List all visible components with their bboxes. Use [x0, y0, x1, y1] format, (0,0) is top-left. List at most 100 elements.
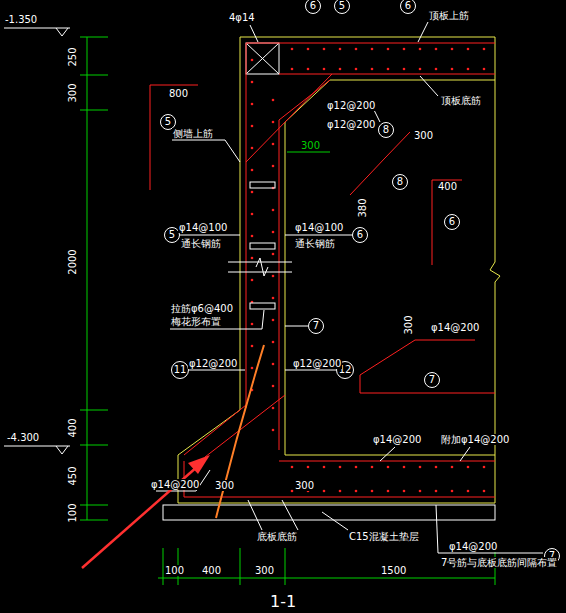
corner-bars: [246, 43, 279, 74]
rebar-dot: [419, 466, 422, 469]
annotation-text: 底板底筋: [256, 531, 298, 542]
callout-circle: 8: [378, 122, 394, 138]
callout-number: 5: [165, 117, 171, 127]
rebar-dot: [251, 59, 254, 62]
annotation-text: -4.300: [6, 432, 40, 443]
concrete-outline: [285, 80, 495, 455]
rebar-dot: [355, 490, 358, 493]
cushion-layer: [163, 505, 495, 520]
rebar-dot: [291, 68, 294, 71]
rebar-dot: [272, 385, 275, 388]
rebar-dot: [403, 68, 406, 71]
rebar-dot: [387, 490, 390, 493]
rebar-dot: [251, 345, 254, 348]
annotation-text: C15混凝土垫层: [348, 531, 420, 542]
rebar-dot: [272, 143, 275, 146]
leader-line: [250, 25, 258, 42]
callout-number: 5: [339, 1, 345, 11]
callout-circle: 11: [171, 361, 190, 380]
rebar-dot: [387, 466, 390, 469]
callout-number: 7: [429, 375, 435, 385]
rebar-dot: [387, 68, 390, 71]
rebar-dot: [272, 429, 275, 432]
rebar-dot: [435, 490, 438, 493]
rebar-dot: [307, 466, 310, 469]
dimension-line: [285, 548, 286, 585]
callout-circle: 7: [424, 372, 440, 388]
rebar-dot: [403, 466, 406, 469]
rebar-dot: [291, 466, 294, 469]
rebar-dot: [272, 99, 275, 102]
rebar-dot: [251, 125, 254, 128]
callout-circle: 7: [308, 318, 324, 334]
rebar: [279, 461, 495, 462]
tie-bar: [250, 182, 275, 309]
dimension-text: 100: [67, 502, 78, 523]
elevation-mark: [4, 28, 70, 454]
annotation-text: 梅花形布置: [170, 316, 222, 327]
annotation-text: 通长钢筋: [294, 238, 336, 249]
corner-bars: [246, 43, 279, 74]
rebar-dot: [307, 68, 310, 71]
rebar: [279, 80, 330, 450]
annotation-text: 4φ14: [228, 12, 256, 23]
rebar-dot: [467, 490, 470, 493]
annotation-text: φ12@200: [326, 119, 376, 130]
rebar-dot: [483, 48, 486, 51]
dimension-line: [80, 110, 108, 111]
leader-line: [172, 140, 240, 162]
rebar-dot: [272, 275, 275, 278]
rebar-dot: [419, 68, 422, 71]
break-symbol: [256, 258, 268, 276]
annotation-arrow: [188, 455, 210, 474]
rebar-dot: [291, 48, 294, 51]
rebar-dot: [371, 68, 374, 71]
rebar-dot: [483, 490, 486, 493]
callout-number: 8: [383, 125, 389, 135]
rebar: [246, 74, 332, 162]
dimension-line: [80, 410, 108, 411]
rebar-dot: [272, 209, 275, 212]
annotation-text: φ12@200: [292, 358, 342, 369]
rebar: [360, 393, 495, 394]
annotation-text: φ14@200: [150, 479, 200, 490]
annotation-text: φ14@100: [294, 222, 344, 233]
dimension-text: 300: [403, 314, 414, 335]
rebar-dot: [272, 341, 275, 344]
rebar-dot: [451, 48, 454, 51]
rebar-dot: [355, 68, 358, 71]
annotation-text: 300: [294, 480, 315, 491]
callout-circle: 6: [352, 227, 368, 243]
leader-line: [285, 235, 352, 236]
annotation-text: 400: [437, 181, 458, 192]
annotation-text: 800: [168, 88, 189, 99]
rebar-dot: [339, 48, 342, 51]
rebar-dot: [251, 191, 254, 194]
dimension-line: [80, 37, 108, 38]
dimension-text: 450: [67, 465, 78, 486]
dimension-line: [287, 152, 330, 153]
rebar-dot: [371, 490, 374, 493]
dimension-line: [240, 548, 241, 585]
leader-line: [380, 447, 395, 461]
rebar: [360, 340, 475, 393]
annotation-text: 顶板底筋: [440, 95, 482, 106]
rebar-dot: [307, 48, 310, 51]
annotation-text: φ14@100: [178, 222, 228, 233]
annotation-text: φ14@200: [430, 322, 480, 333]
dimension-text: 300: [67, 82, 78, 103]
callout-circle: 5: [334, 0, 350, 14]
rebar-dot: [435, 68, 438, 71]
rebar-dot: [483, 466, 486, 469]
annotation-arrow: [82, 455, 210, 568]
rebar-dot: [272, 165, 275, 168]
rebar-dot: [451, 68, 454, 71]
rebar-dot: [403, 490, 406, 493]
leader-line: [189, 370, 245, 371]
rebar-dot: [291, 490, 294, 493]
leader-line: [418, 22, 428, 42]
rebar-dot: [355, 466, 358, 469]
